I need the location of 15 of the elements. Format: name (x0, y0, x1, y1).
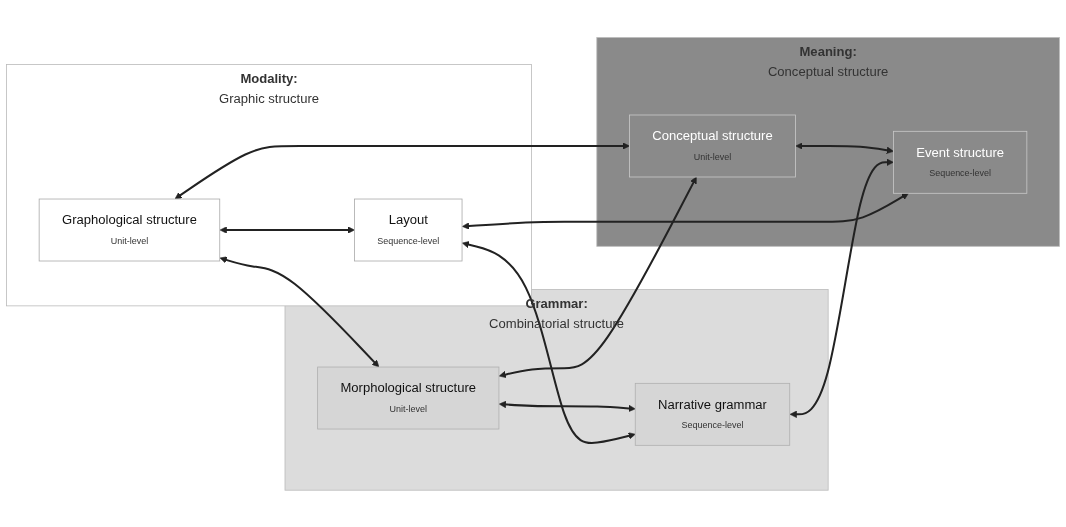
node-box: Graphological structure Unit-level (38, 198, 221, 262)
arrow (462, 192, 909, 230)
node-box: Conceptual structure Unit-level (629, 114, 796, 178)
node-box: Layout Sequence-level (354, 198, 463, 262)
arrow (795, 142, 894, 154)
arrow (219, 256, 380, 367)
arrow (789, 158, 894, 418)
arrow (462, 240, 636, 444)
arrow (498, 176, 697, 378)
node-box: Event structure Sequence-level (893, 130, 1028, 194)
arrow (498, 400, 636, 412)
arrow (174, 142, 630, 199)
arrow (219, 226, 355, 234)
node-box: Narrative grammar Sequence-level (634, 382, 791, 446)
node-box: Morphological structure Unit-level (317, 366, 500, 430)
